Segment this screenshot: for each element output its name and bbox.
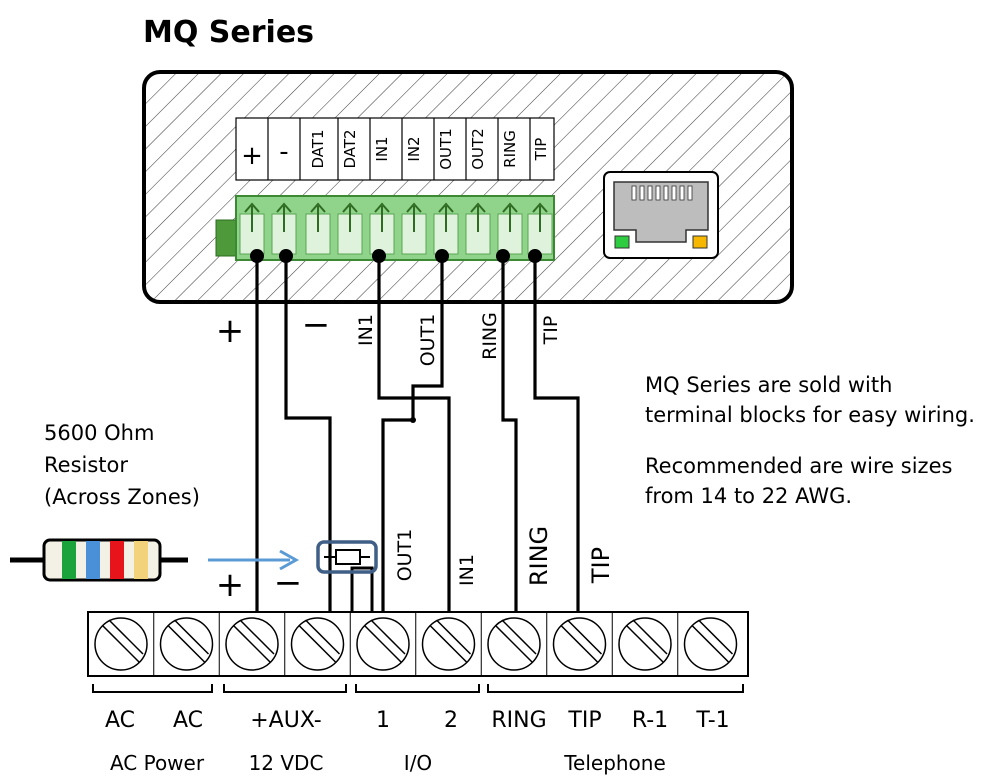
jack-pin [663,185,669,201]
wire-tip [533,256,580,612]
terminal-label-ring: RING [501,130,519,168]
panel-terminal-labels: AC AC +AUX- 1 2 RING TIP R-1 T-1 [105,708,730,733]
terminal-label-out2: OUT2 [469,128,487,170]
installed-resistor-icon [316,540,378,574]
panel-wire-labels: + − OUT1 IN1 RING TIP [216,526,615,605]
resistor-band [134,541,148,579]
panel-label-in1: IN1 [456,554,478,586]
jack-pin [639,185,645,201]
group-label-telephone: Telephone [563,751,666,775]
panel-terminal-strip [87,611,749,677]
resistor-caption-line-3: (Across Zones) [44,485,200,509]
panel-terminal-label-r1: R-1 [632,708,668,733]
terminal-group-brackets [92,684,744,693]
panel-label-tip: TIP [587,547,615,584]
link-led-green [614,235,630,249]
jack-pin [647,185,653,201]
wire-label-minus: − [302,305,331,345]
jack-pin [687,185,693,201]
panel-label-minus: − [274,563,303,603]
terminal-label-dat1: DAT1 [309,129,327,168]
panel-label-ring: RING [525,526,553,586]
note-line-2: terminal blocks for easy wiring. [645,403,975,427]
panel-label-out1: OUT1 [394,529,416,582]
ethernet-jack-icon [603,171,719,259]
resistor-caption-line-1: 5600 Ohm [44,421,154,445]
wiring-notes: MQ Series are sold with terminal blocks … [645,373,975,508]
group-label-io: I/O [404,751,432,775]
terminal-label-dat2: DAT2 [341,129,359,168]
wire-out1 [381,256,444,612]
resistor-caption-line-2: Resistor [44,453,128,477]
wire-label-plus: + [216,311,245,351]
device-terminal-label-strip: + - DAT1 DAT2 IN1 IN2 OUT1 OUT2 RING TIP [235,117,555,181]
device-wire-labels: + − IN1 OUT1 RING TIP [216,305,562,366]
terminal-label-out1: OUT1 [437,128,455,170]
jack-pin [631,185,637,201]
device-terminal-block [215,195,555,261]
arrow-icon [208,549,300,571]
wire-terminal-dots [250,249,542,423]
panel-terminal-label-ring: RING [491,708,546,733]
activity-led-yellow [692,235,708,249]
panel-label-plus: + [216,565,245,605]
resistor-caption: 5600 Ohm Resistor (Across Zones) [44,421,200,509]
panel-terminal-label-tip: TIP [567,708,601,733]
jack-pin [679,185,685,201]
terminal-label-in1: IN1 [373,136,391,161]
group-label-ac-power: AC Power [110,751,205,775]
wire-label-out1: OUT1 [417,314,439,367]
group-label-12vdc: 12 VDC [249,751,324,775]
panel-terminal-label-aux: +AUX- [250,708,322,733]
note-line-4: from 14 to 22 AWG. [645,484,852,508]
panel-terminal-label-ac-2: AC [173,708,203,733]
wire-label-in1: IN1 [355,314,377,346]
jack-pin [671,185,677,201]
wires [255,256,580,612]
terminal-slot [369,213,395,255]
resistor-leads [350,566,374,612]
resistor-icon [10,538,188,582]
diagram-title: MQ Series [143,15,314,50]
panel-terminal-label-1: 1 [376,708,390,733]
wire-label-tip: TIP [540,316,562,346]
panel-terminal-label-ac-1: AC [105,708,135,733]
terminal-label-tip: TIP [532,138,550,162]
resistor-band [86,541,100,579]
wire-ring [501,256,518,612]
note-line-3: Recommended are wire sizes [645,454,952,478]
jack-pin [655,185,661,201]
terminal-label-in2: IN2 [405,136,423,161]
wire-minus [284,256,332,612]
terminal-label-plus: + [241,141,263,171]
terminal-label-minus: - [279,137,288,167]
panel-terminal-label-t1: T-1 [695,708,729,733]
resistor-band [62,541,76,579]
wire-label-ring: RING [479,312,501,360]
panel-group-labels: AC Power 12 VDC I/O Telephone [110,751,666,775]
note-line-1: MQ Series are sold with [645,373,892,397]
resistor-band [110,541,124,579]
panel-terminal-label-2: 2 [444,708,458,733]
